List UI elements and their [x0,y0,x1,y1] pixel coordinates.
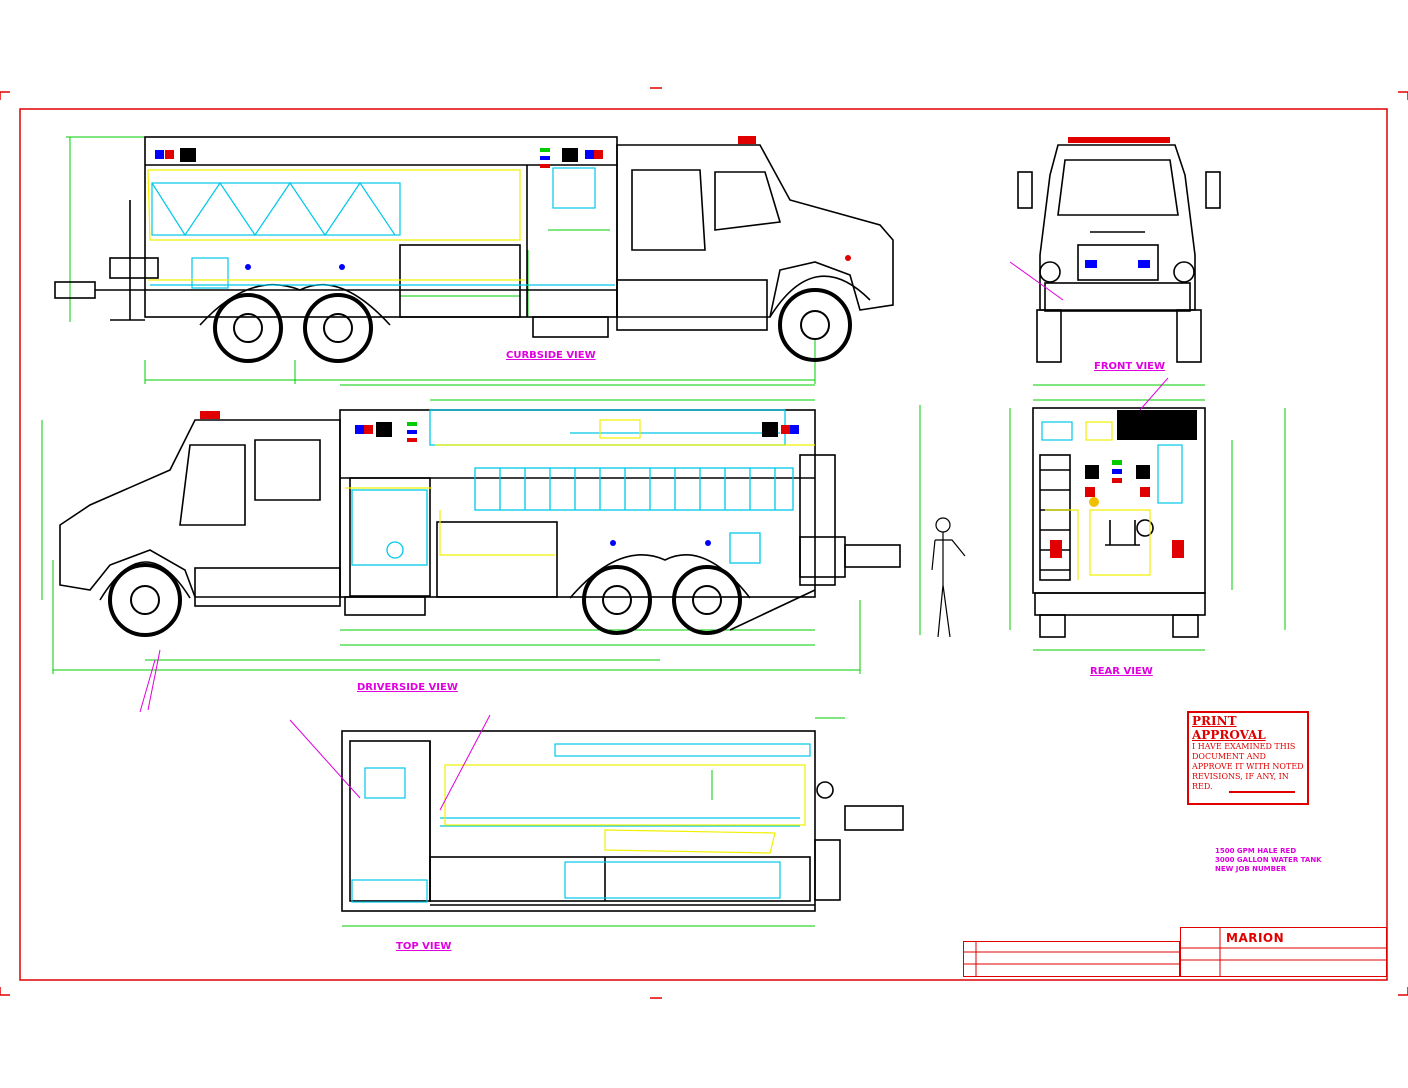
title-block [1180,927,1387,977]
driverside-view-label: DRIVERSIDE VIEW [357,682,458,693]
curbside-wheels [213,288,852,363]
curbside-view-label: CURBSIDE VIEW [506,350,596,361]
note-tank: 3000 GALLON WATER TANK [1215,856,1322,864]
sheet-border [0,87,1408,999]
top-view: TOP VIEW [341,717,904,952]
note-pump: 1500 GPM HALE RED [1215,847,1297,855]
print-approval-title: PRINT APPROVAL [1192,714,1266,742]
print-approval-box: PRINT APPROVAL I HAVE EXAMINED THIS DOCU… [1187,711,1309,805]
curbside-view: CURBSIDE VIEW [54,136,894,384]
driverside-view: DRIVERSIDE VIEW [41,384,966,693]
title-block-grid [963,927,1387,977]
rear-view: REAR VIEW [1009,377,1286,677]
driverside-wheels [108,563,742,637]
revision-block [963,941,1180,977]
rear-view-label: REAR VIEW [1090,666,1153,677]
print-approval-text: I HAVE EXAMINED THIS DOCUMENT AND APPROV… [1192,742,1304,791]
front-view: FRONT VIEW [1009,137,1221,372]
marion-logo: MARION [1226,931,1285,945]
note-job: NEW JOB NUMBER [1215,865,1287,873]
annotation-leaders [139,649,491,811]
spec-notes: 1500 GPM HALE RED 3000 GALLON WATER TANK… [1215,847,1322,874]
human-scale-figure [931,517,966,638]
signature-line[interactable] [1229,791,1295,793]
front-view-label: FRONT VIEW [1094,361,1165,372]
top-view-label: TOP VIEW [396,941,451,952]
